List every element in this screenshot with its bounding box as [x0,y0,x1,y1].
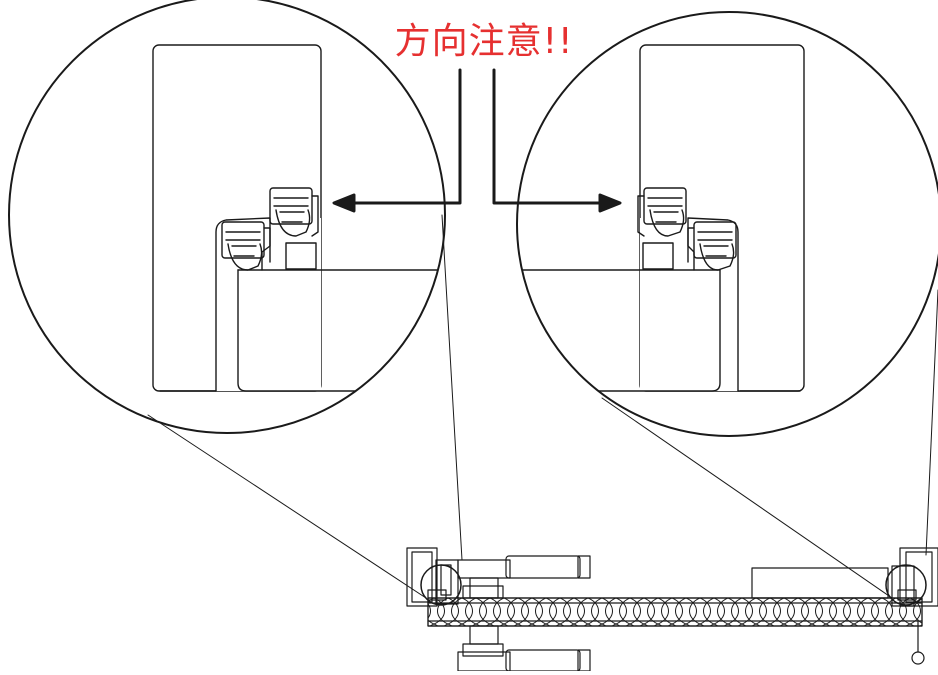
zoom-marker-left [420,564,462,606]
left-detail-circle [8,0,446,434]
right-detail-circle [516,11,938,437]
arrow-left-icon [332,68,462,213]
left-detail-view [8,0,446,434]
upper-trim [751,567,889,599]
right-seal-lower [687,221,737,271]
right-sash-body [517,269,721,392]
right-jamb [899,547,938,607]
arrow-right-icon [492,68,622,213]
right-seal-upper [637,187,687,237]
right-glazing-block [642,242,674,270]
right-detail-view [516,11,938,437]
zoom-marker-right [885,564,927,606]
section-drawing [406,547,938,672]
direction-caution-label: 方向注意!! [394,21,574,62]
handle-upper [457,555,591,599]
left-seal-lower [221,221,271,271]
left-jamb [406,547,438,607]
left-sash-body [237,269,445,392]
left-seal-upper [269,187,319,237]
leader-lines [147,214,938,599]
insulation-panel [427,597,923,627]
left-glazing-block [285,242,317,270]
direction-arrows [332,68,622,213]
handle-lower [457,625,591,672]
